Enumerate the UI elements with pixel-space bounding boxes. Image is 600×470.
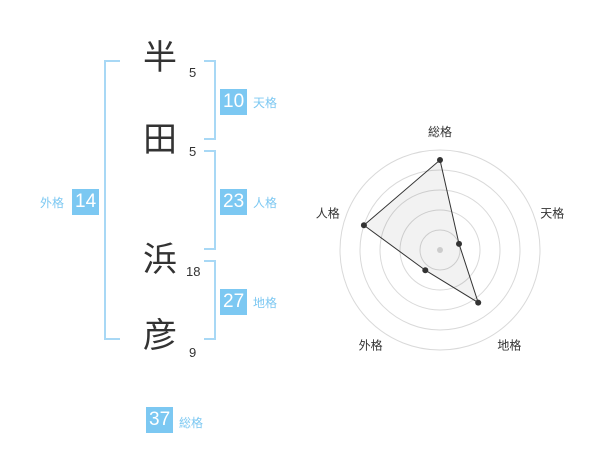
tenkaku-label: 天格 [253, 96, 278, 110]
radar-point-4 [422, 267, 429, 274]
radar-ring [359, 169, 521, 331]
tenkaku-score: 10 [220, 89, 248, 115]
radar-axis-label-1: 総格 [428, 124, 452, 139]
name-char-2: 田 [143, 120, 177, 160]
radar-point-1 [437, 157, 443, 163]
chikaku-score: 27 [220, 289, 248, 315]
radar-points [360, 157, 482, 306]
jinkaku-bracket [204, 150, 216, 250]
radar-polygon [363, 159, 480, 304]
gaikaku-label: 外格 [40, 196, 65, 210]
radar-ring [339, 149, 541, 351]
soukaku-score: 37 [146, 407, 174, 433]
radar-axis-label-5: 人格 [316, 206, 340, 221]
stroke-count-4: 9 [189, 345, 197, 360]
soukaku-label: 総格 [179, 416, 204, 430]
chikaku-bracket [204, 260, 216, 340]
radar-rings [339, 149, 541, 351]
stroke-count-2: 5 [189, 144, 197, 159]
radar-axis-label-3: 地格 [497, 337, 521, 352]
radar-center-dot [437, 247, 443, 253]
radar-ring [419, 229, 461, 271]
name-char-1: 半 [143, 38, 177, 78]
radar-point-2 [456, 240, 463, 247]
radar-point-3 [475, 299, 482, 306]
radar-point-5 [360, 222, 367, 229]
radar-ring [399, 209, 481, 291]
radar-ring [379, 189, 501, 311]
gaikaku-bracket [104, 60, 120, 340]
gaikaku-score: 14 [72, 189, 100, 215]
stroke-count-3: 18 [186, 264, 201, 279]
stroke-count-1: 5 [189, 65, 197, 80]
chikaku-label: 地格 [253, 296, 278, 310]
jinkaku-label: 人格 [253, 196, 278, 210]
name-char-3: 浜 [143, 240, 177, 280]
radar-axis-label-4: 外格 [359, 337, 383, 352]
radar-axis-label-2: 天格 [540, 206, 564, 221]
tenkaku-bracket [204, 60, 216, 140]
name-char-4: 彦 [143, 316, 177, 356]
jinkaku-score: 23 [220, 189, 248, 215]
